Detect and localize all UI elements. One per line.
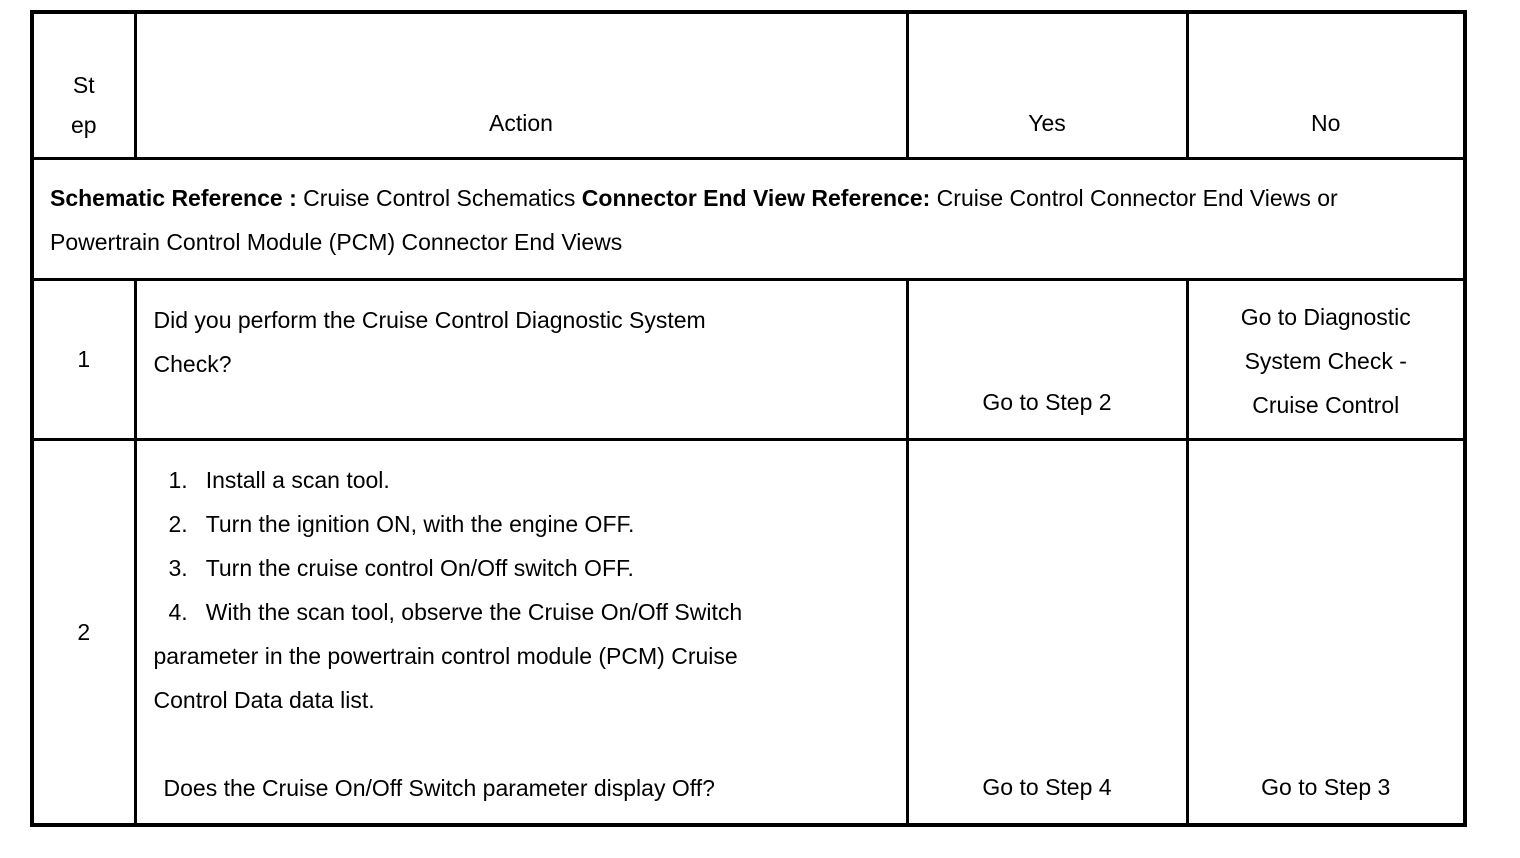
yes-result: Go to Step 2 [905, 277, 1189, 441]
list-item-number: 3. [168, 554, 188, 581]
action-text: Did you perform the Cruise Control Diagn… [153, 306, 706, 377]
column-header-action: Action [133, 10, 909, 160]
column-header-step-line2: ep [70, 111, 97, 138]
action-list: 1. Install a scan tool. 2. Turn the igniti… [154, 458, 779, 722]
column-header-step: St ep [30, 10, 137, 160]
action-cell: Did you perform the Cruise Control Diagn… [133, 277, 909, 441]
schematic-reference-label: Schematic Reference : [50, 184, 297, 211]
list-item: 4.With the scan tool, observe the Cruise… [154, 590, 779, 722]
table-header-row: St ep Action Yes No [30, 10, 1467, 160]
step-number: 2 [30, 437, 137, 827]
action-question: Does the Cruise On/Off Switch parameter … [163, 774, 715, 801]
list-item-number: 1. [168, 466, 188, 493]
schematic-reference-value: Cruise Control Schematics [296, 184, 582, 211]
schematic-reference-cell: Schematic Reference : Cruise Control Sch… [30, 156, 1467, 281]
table-row: 1 Did you perform the Cruise Control Dia… [30, 277, 1467, 441]
list-item-number: 2. [168, 510, 188, 537]
connector-end-view-reference-label: Connector End View Reference: [581, 184, 931, 211]
diagnostic-steps-table: St ep Action Yes No Schematic Reference … [30, 10, 1467, 827]
column-header-yes: Yes [905, 10, 1189, 160]
list-item-text: With the scan tool, observe the Cruise O… [153, 598, 743, 713]
schematic-reference-row: Schematic Reference : Cruise Control Sch… [30, 156, 1467, 281]
list-item: 3. Turn the cruise control On/Off switch … [154, 546, 779, 590]
no-result: Go to Diagnostic System Check - Cruise C… [1185, 277, 1467, 441]
step-number: 1 [30, 277, 137, 441]
table-row: 2 1. Install a scan tool. 2. Turn the igni… [30, 437, 1467, 827]
action-cell: 1. Install a scan tool. 2. Turn the igniti… [133, 437, 909, 827]
list-item-text: Install a scan tool. [205, 466, 390, 493]
list-item: 2. Turn the ignition ON, with the engine … [154, 502, 779, 546]
list-item-text: Turn the cruise control On/Off switch OF… [205, 554, 634, 581]
column-header-step-line1: St [72, 71, 95, 98]
yes-result: Go to Step 4 [905, 437, 1189, 827]
list-item: 1. Install a scan tool. [154, 458, 779, 502]
no-result: Go to Step 3 [1185, 437, 1467, 827]
connector-end-view-reference-value: Cruise Control Connector End Views or Po… [50, 184, 1338, 255]
list-item-text: Turn the ignition ON, with the engine OF… [205, 510, 635, 537]
column-header-no: No [1185, 10, 1467, 160]
list-item-number: 4. [168, 598, 188, 625]
